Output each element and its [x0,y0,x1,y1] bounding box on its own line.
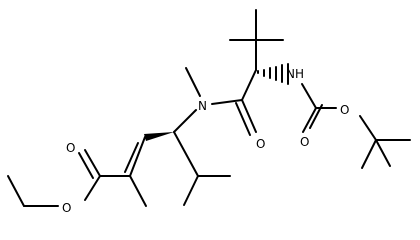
bond [129,175,147,207]
bond [235,102,251,136]
bond [173,109,197,133]
bond [241,69,257,101]
stereo-hash-bond [257,63,289,85]
tert-butyl-group [229,9,284,71]
bond [7,175,25,207]
atom-label-amide-oxygen: O [256,137,265,151]
bond [375,139,391,167]
bond [84,175,101,201]
atom-label-ester-oxygen: O [62,201,71,215]
bond [241,99,257,133]
atom-label-carbamate-oxygen: O [300,135,309,149]
atom-label-ester-carbonyl-oxygen: O [66,141,75,155]
bond [302,107,317,133]
bond [211,99,243,105]
bond [173,131,199,177]
bond [183,175,199,206]
atom-label-nitrogen: N [198,99,207,113]
bond [301,83,317,109]
bond [124,142,139,173]
bond [78,152,94,179]
bond [361,139,377,169]
molecule-canvas: N NH O O O O O [7,9,411,215]
bond [129,136,146,177]
stereo-wedge-bond [144,132,174,141]
bond [185,67,201,97]
skeletal-structure: N NH O O O O O [7,9,411,215]
bond [84,149,101,177]
bond [359,115,377,141]
atom-label-nh: NH [286,67,304,81]
atom-label-ether-oxygen: O [340,103,349,117]
